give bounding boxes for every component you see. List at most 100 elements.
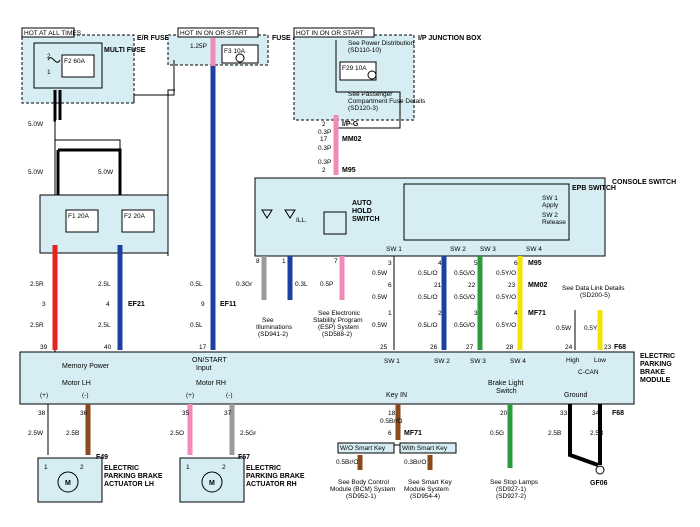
svg-text:ACTUATOR RH: ACTUATOR RH — [246, 481, 297, 488]
svg-text:0.5L/O: 0.5L/O — [418, 270, 438, 277]
svg-text:F68: F68 — [614, 344, 626, 351]
svg-text:3: 3 — [474, 310, 478, 317]
svg-text:4: 4 — [438, 260, 442, 267]
svg-text:SW 2: SW 2 — [450, 246, 466, 253]
epb-module-box — [19, 351, 635, 405]
svg-text:38: 38 — [38, 410, 46, 417]
svg-text:25: 25 — [380, 344, 388, 351]
fuse-f2-60a — [61, 54, 95, 78]
svg-text:Input: Input — [196, 365, 212, 372]
svg-text:0.5Br/O: 0.5Br/O — [380, 418, 402, 425]
fuse-symbol-icon — [235, 53, 245, 63]
fuse-symbol-icon — [367, 70, 377, 80]
svg-text:SW 4: SW 4 — [510, 358, 526, 365]
svg-text:24: 24 — [565, 344, 573, 351]
svg-text:(ESP) System: (ESP) System — [318, 324, 359, 331]
svg-text:17: 17 — [320, 136, 328, 143]
svg-text:4: 4 — [514, 310, 518, 317]
stop-lamp-ref: See Stop Lamps — [490, 479, 539, 486]
wo-smart-key-badge — [337, 442, 395, 454]
svg-text:Module (BCM) System: Module (BCM) System — [330, 486, 395, 493]
svg-text:6: 6 — [388, 430, 392, 437]
actuator-lh-box — [37, 457, 103, 503]
svg-text:5.0W: 5.0W — [28, 169, 44, 176]
svg-text:1: 1 — [44, 464, 48, 471]
svg-text:2: 2 — [80, 464, 84, 471]
svg-text:SW 1: SW 1 — [386, 246, 402, 253]
svg-text:EF21: EF21 — [128, 301, 145, 308]
svg-text:5: 5 — [474, 260, 478, 267]
svg-text:Low: Low — [594, 357, 606, 364]
svg-text:SW 4: SW 4 — [526, 246, 542, 253]
svg-text:PARKING: PARKING — [640, 361, 672, 368]
svg-text:With Smart Key: With Smart Key — [402, 445, 448, 452]
svg-text:0.5Y/O: 0.5Y/O — [496, 270, 516, 277]
svg-text:HOT IN ON OR START: HOT IN ON OR START — [180, 30, 248, 37]
svg-text:SW 3: SW 3 — [470, 358, 486, 365]
svg-text:0.5L: 0.5L — [190, 322, 203, 329]
svg-text:0.5G/O: 0.5G/O — [454, 294, 475, 301]
multi-fuse-box — [33, 42, 103, 89]
svg-text:2.5B: 2.5B — [548, 430, 561, 437]
svg-text:9: 9 — [201, 301, 205, 308]
svg-text:BRAKE: BRAKE — [640, 369, 665, 376]
svg-text:HOLD: HOLD — [352, 208, 372, 215]
svg-text:2: 2 — [438, 310, 442, 317]
svg-text:2.5L: 2.5L — [98, 322, 111, 329]
svg-text:(SD588-2): (SD588-2) — [322, 331, 352, 338]
fuse-f29-10a — [339, 61, 377, 81]
svg-text:SW 3: SW 3 — [480, 246, 496, 253]
svg-text:Motor LH: Motor LH — [62, 380, 91, 387]
console-switch-box — [254, 177, 606, 257]
svg-text:SW 2: SW 2 — [434, 358, 450, 365]
svg-text:28: 28 — [506, 344, 514, 351]
svg-text:(SD927-1): (SD927-1) — [496, 486, 526, 493]
svg-text:21: 21 — [434, 282, 442, 289]
svg-text:33: 33 — [560, 410, 568, 417]
svg-text:1.25P: 1.25P — [190, 43, 207, 50]
svg-text:Stability Program: Stability Program — [313, 317, 363, 324]
svg-text:PARKING BRAKE: PARKING BRAKE — [104, 473, 163, 480]
svg-text:3: 3 — [388, 260, 392, 267]
svg-text:(SD120-3): (SD120-3) — [348, 105, 378, 112]
svg-text:0.5L/O: 0.5L/O — [418, 294, 438, 301]
svg-text:1: 1 — [388, 310, 392, 317]
svg-text:2: 2 — [322, 167, 326, 174]
illumination-ref: See — [262, 317, 274, 324]
svg-text:0.5Br/O: 0.5Br/O — [336, 459, 358, 466]
wire-ground — [568, 404, 602, 467]
svg-text:0.3Br/O: 0.3Br/O — [404, 459, 426, 466]
svg-text:0.5Y/O: 0.5Y/O — [496, 294, 516, 301]
hot-all-times-label: HOT AT ALL TIMES — [24, 30, 82, 37]
svg-text:0.5G: 0.5G — [490, 430, 504, 437]
epb-module-title: ELECTRIC — [640, 353, 675, 360]
svg-text:0.5W: 0.5W — [372, 270, 388, 277]
svg-text:1: 1 — [282, 258, 286, 265]
svg-text:ACTUATOR LH: ACTUATOR LH — [104, 481, 154, 488]
svg-text:(SD110-10): (SD110-10) — [348, 47, 381, 54]
epb-switch-box — [403, 183, 570, 241]
svg-text:26: 26 — [430, 344, 438, 351]
svg-text:1: 1 — [47, 69, 51, 76]
svg-text:Compartment Fuse Details: Compartment Fuse Details — [348, 98, 426, 105]
svg-text:SW 1: SW 1 — [384, 358, 400, 365]
svg-text:0.3Gr: 0.3Gr — [236, 281, 253, 288]
svg-text:0.5Y/O: 0.5Y/O — [496, 322, 516, 329]
svg-text:2: 2 — [222, 464, 226, 471]
svg-text:C-CAN: C-CAN — [578, 369, 599, 376]
power-dist-ref: See Power Distribution — [348, 40, 414, 47]
data-link-ref: See Data Link Details — [562, 285, 625, 292]
svg-text:6: 6 — [514, 260, 518, 267]
svg-text:F49: F49 — [96, 454, 108, 461]
svg-text:Release: Release — [542, 219, 566, 226]
svg-text:0.3L: 0.3L — [295, 281, 308, 288]
svg-text:M: M — [65, 480, 71, 487]
svg-text:39: 39 — [40, 344, 48, 351]
svg-text:HOT IN ON OR START: HOT IN ON OR START — [296, 30, 364, 37]
svg-text:8: 8 — [256, 258, 260, 265]
svg-text:2.5L: 2.5L — [98, 281, 111, 288]
svg-text:(SD954-4): (SD954-4) — [410, 493, 440, 500]
svg-text:M95: M95 — [528, 260, 542, 267]
svg-text:2.5B: 2.5B — [66, 430, 79, 437]
